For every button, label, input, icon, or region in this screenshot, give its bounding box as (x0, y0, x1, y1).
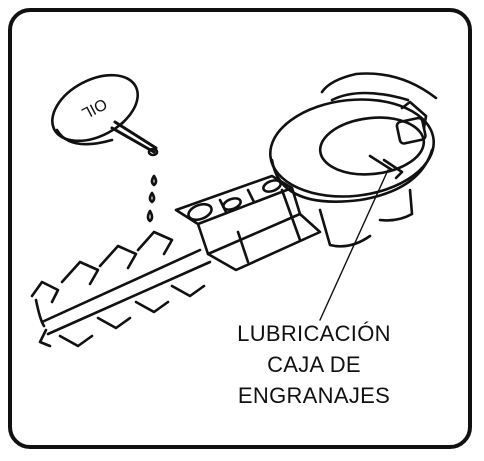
callout-leader-line (319, 169, 389, 321)
gear-box-housing (268, 72, 438, 248)
callout-line-1: LUBRICACIÓN (237, 321, 391, 346)
oil-bottle-icon (51, 73, 159, 157)
oil-bottle-label: OIL (79, 94, 110, 121)
callout-line-3: ENGRANAJES (237, 383, 391, 408)
callout-line-2: CAJA DE (267, 352, 361, 377)
callout-label: LUBRICACIÓN CAJA DE ENGRANAJES (204, 318, 424, 411)
oil-drops-icon (146, 174, 158, 223)
trimmer-blade (30, 230, 212, 348)
trimmer-body (174, 174, 322, 272)
